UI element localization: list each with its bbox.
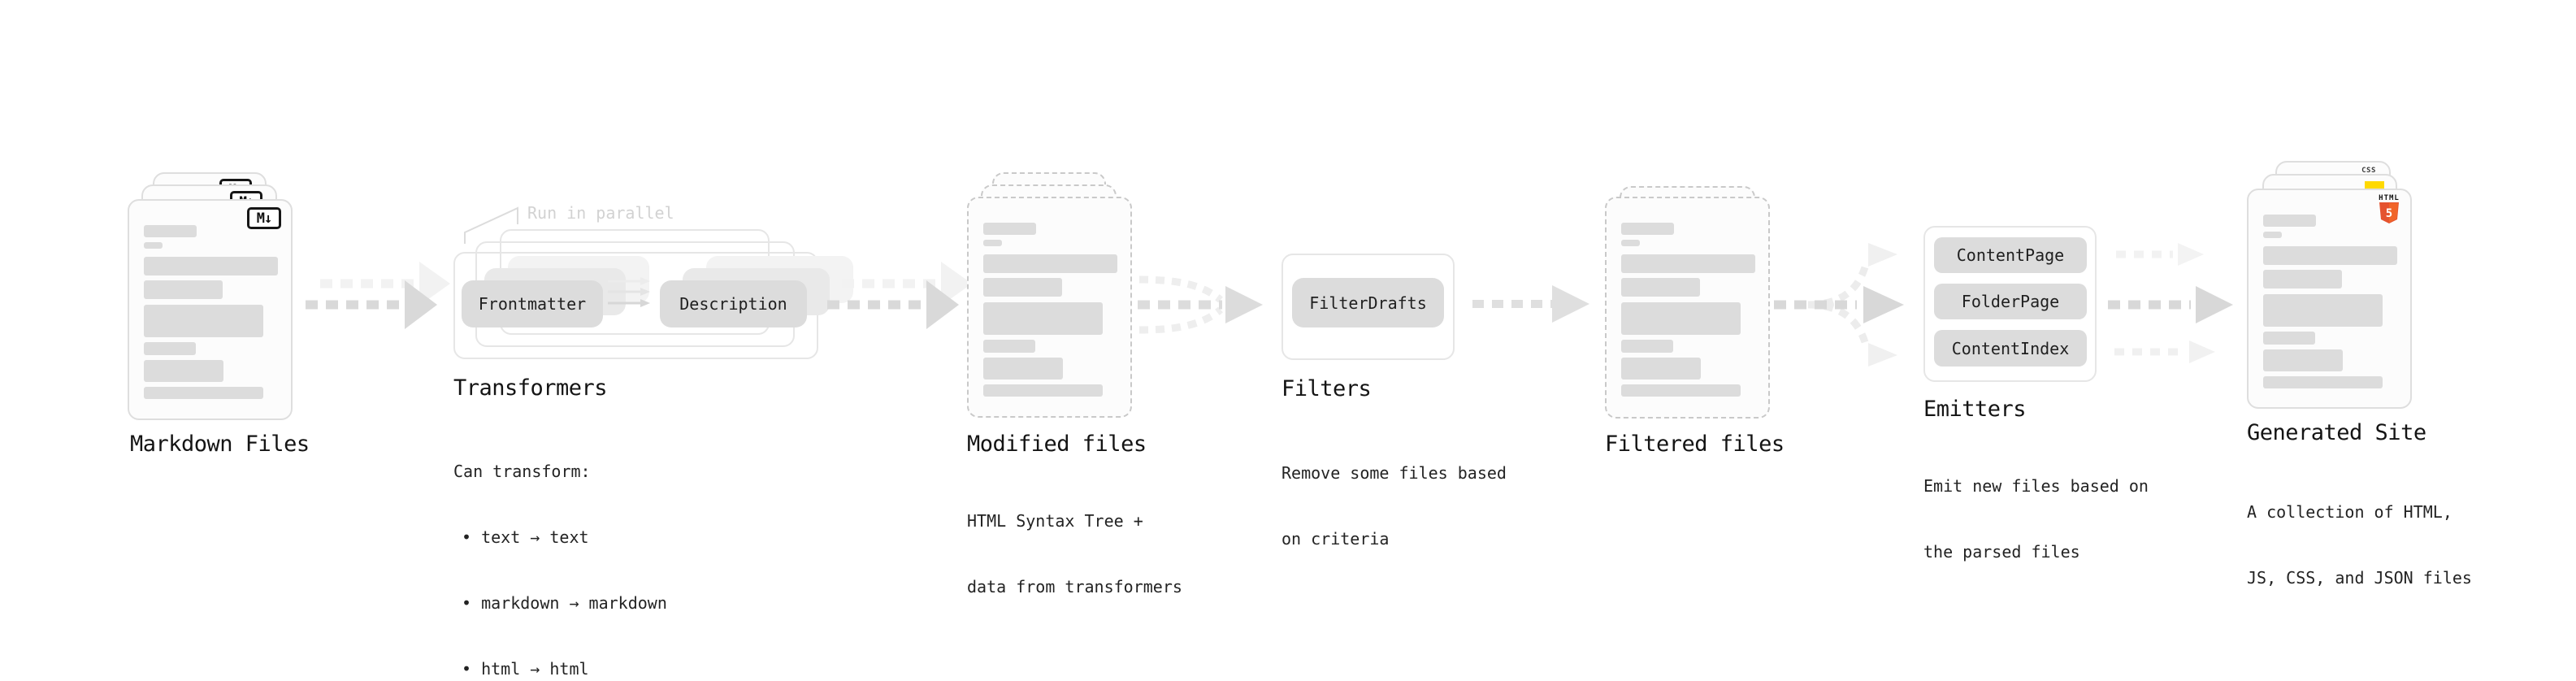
filters-desc-line: on criteria [1281,529,1390,549]
skeleton-text-bar [983,223,1036,235]
generated-desc-line: A collection of HTML, [2247,502,2452,522]
transformers-description: Can transform: • text → text • markdown … [453,417,667,681]
skeleton-text-bar [983,254,1117,273]
run-in-parallel-leader-line [464,206,518,244]
html5-icon: HTML 5 [2379,194,2400,228]
modified-file-card [967,197,1132,418]
filters-panel [1281,254,1455,360]
css-label: CSS [2361,167,2376,175]
skeleton-text-bar [1621,223,1674,235]
filters-desc-line: Remove some files based [1281,463,1507,483]
skeleton-text-bar [2263,349,2343,371]
generated-html-file-card: HTML 5 [2247,189,2412,409]
generated-site-title: Generated Site [2247,420,2426,445]
emitter-folderpage: FolderPage [1934,284,2087,319]
filters-title: Filters [1281,376,1372,401]
transformers-desc-line: • html → html [462,659,589,679]
arrow-filtered-to-emitters [1774,243,1904,367]
skeleton-text-bar [144,225,197,237]
parallel-arrows-icon [608,277,650,307]
modified-desc-line: HTML Syntax Tree + [967,511,1143,531]
skeleton-text-bar [1621,384,1741,397]
emitters-description: Emit new files based on the parsed files [1923,432,2149,607]
skeleton-text-bar [2263,270,2342,288]
skeleton-text-bar [983,278,1062,297]
emitters-desc-line: the parsed files [1923,542,2080,562]
arrow-transformers-to-modified [827,262,972,329]
run-in-parallel-note: Run in parallel [527,203,674,223]
arrow-emitters-to-generated [2108,243,2233,363]
modified-files-title: Modified files [967,432,1147,457]
filter-filterdrafts: FilterDrafts [1292,278,1444,327]
emitter-contentpage: ContentPage [1934,237,2087,273]
transformers-desc-line: Can transform: [453,462,591,481]
emitters-desc-line: Emit new files based on [1923,476,2149,496]
svg-text:5: 5 [2386,207,2392,220]
generated-site-description: A collection of HTML, JS, CSS, and JSON … [2247,458,2472,633]
markdown-files-title: Markdown Files [130,432,310,457]
transformers-desc-line: • markdown → markdown [462,593,667,613]
skeleton-text-bar [1621,278,1700,297]
skeleton-text-bar [2263,332,2315,345]
emitters-panel [1923,226,2097,382]
skeleton-text-bar [1621,340,1673,353]
skeleton-text-bar [144,342,196,355]
modified-files-description: HTML Syntax Tree + data from transformer… [967,466,1182,642]
transformer-frontmatter: Frontmatter [462,280,603,327]
emitter-contentindex: ContentIndex [1934,330,2087,367]
arrow-filters-to-filtered [1472,285,1589,323]
skeleton-text-bar [1621,302,1741,335]
filtered-files-title: Filtered files [1605,432,1785,457]
html5-word: HTML [2379,194,2400,202]
skeleton-text-bar [983,384,1103,397]
transformer-description: Description [660,280,807,327]
skeleton-text-bar [2263,215,2316,227]
skeleton-text-bar [2263,294,2383,327]
skeleton-text-bar [2263,376,2383,388]
modified-desc-line: data from transformers [967,577,1182,596]
arrow-modified-to-filters [1138,275,1263,334]
markdown-icon: M↓ [247,207,281,229]
filtered-file-card [1605,197,1770,419]
generated-desc-line: JS, CSS, and JSON files [2247,568,2472,588]
skeleton-text-bar [983,302,1103,335]
emitters-title: Emitters [1923,397,2027,422]
filters-description: Remove some files based on criteria [1281,419,1507,594]
skeleton-text-bar [144,257,278,275]
skeleton-text-bar [144,242,163,249]
skeleton-text-bar [1621,358,1701,380]
skeleton-text-bar [2263,246,2397,265]
skeleton-text-bar [144,360,223,382]
arrow-markdown-to-transformers [306,262,450,329]
skeleton-text-bar [983,240,1002,246]
markdown-file-card: M↓ [128,199,293,420]
skeleton-text-bar [144,305,263,337]
skeleton-text-bar [1621,254,1755,273]
transformers-title: Transformers [453,375,608,401]
skeleton-text-bar [983,340,1035,353]
skeleton-text-bar [2263,232,2282,238]
skeleton-text-bar [144,387,263,399]
transformers-desc-line: • text → text [462,527,589,547]
skeleton-text-bar [983,358,1063,380]
skeleton-text-bar [1621,240,1640,246]
skeleton-text-bar [144,280,223,299]
